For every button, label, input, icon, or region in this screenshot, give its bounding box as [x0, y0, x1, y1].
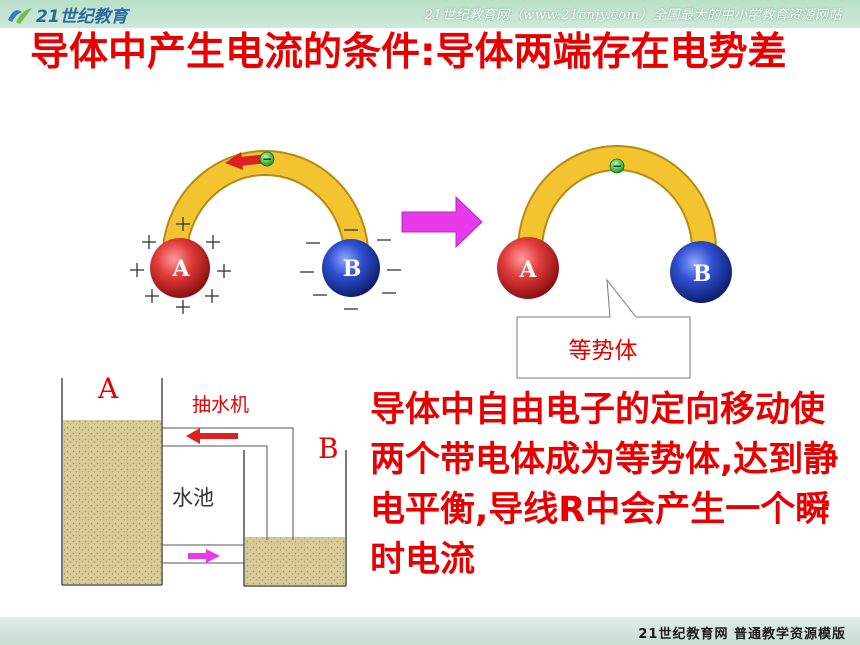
pump-label: 抽水机 — [192, 394, 249, 416]
right-ball-a: A — [497, 237, 559, 299]
left-ball-b: B — [322, 239, 380, 297]
electron-sign: − — [262, 152, 272, 166]
callout-label: 等势体 — [569, 338, 638, 364]
tank-a-label: A — [97, 372, 119, 405]
water-tank-diagram — [61, 378, 347, 587]
tank-b-label: B — [318, 432, 339, 465]
positive-charges — [130, 217, 231, 314]
negative-charges — [300, 229, 401, 310]
electron-sign-right: − — [612, 159, 622, 173]
current-arrow-icon — [225, 152, 263, 170]
left-ball-b-label: B — [343, 256, 362, 282]
pool-label: 水池 — [172, 486, 214, 510]
right-bridge — [517, 145, 717, 251]
page-title: 导体中产生电流的条件:导体两端存在电势差 — [30, 30, 787, 75]
footer-bar: 21世纪教育网 普通教学资源模版 — [0, 617, 860, 645]
footer-text: 21世纪教育网 普通教学资源模版 — [638, 627, 846, 642]
electron-icon: − — [259, 151, 275, 167]
explanation-text: 导体中自由电子的定向移动使两个带电体成为等势体,达到静电平衡,导线R中会产生一个… — [370, 390, 839, 580]
right-ball-b-label: B — [693, 261, 712, 287]
electron-icon-right: − — [609, 158, 625, 174]
header-bar: 21世纪教育 21世纪教育网（www.21cnjy.com）全国最大的中小学教育… — [0, 0, 860, 28]
logo-text: 21世纪教育 — [36, 7, 128, 27]
left-ball-a-label: A — [171, 256, 190, 282]
left-bridge — [162, 150, 369, 250]
left-ball-a: A — [150, 238, 210, 298]
header-banner: 21世纪教育网（www.21cnjy.com）全国最大的中小学教育资源网站 — [424, 8, 842, 23]
transition-arrow-icon — [401, 195, 483, 249]
right-ball-b: B — [670, 241, 732, 303]
right-ball-a-label: A — [518, 257, 537, 283]
callout-box: 等势体 — [516, 278, 691, 379]
logo-icon — [8, 8, 32, 24]
